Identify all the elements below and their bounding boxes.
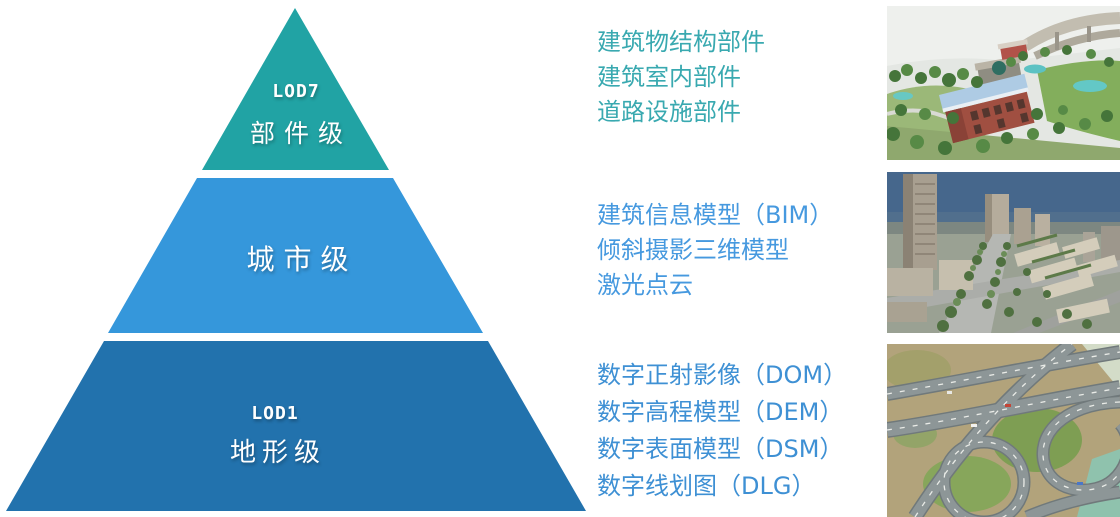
annotation-component-level: 建筑物结构部件 建筑室内部件 道路设施部件 — [597, 25, 765, 130]
annotation-line: 数字表面模型（DSM） — [597, 435, 844, 463]
annotation-line: 数字高程模型（DEM） — [597, 398, 844, 426]
level1-code-label: LOD7 — [272, 81, 320, 102]
city-level-photo — [887, 172, 1120, 333]
city-oblique-model-image — [887, 172, 1120, 333]
annotation-line: 建筑室内部件 — [597, 63, 741, 91]
component-level-photo — [887, 6, 1120, 160]
annotation-line: 激光点云 — [597, 271, 693, 299]
annotation-line: 建筑信息模型（BIM） — [597, 201, 834, 229]
annotation-city-level: 建筑信息模型（BIM） 倾斜摄影三维模型 激光点云 — [597, 198, 833, 303]
level3-code-label: LOD1 — [251, 403, 299, 424]
annotation-line: 数字线划图（DLG） — [597, 472, 816, 500]
campus-3d-model-image — [887, 6, 1120, 160]
annotation-line: 数字正射影像（DOM） — [597, 361, 848, 389]
level1-name-label: 部件级 — [249, 119, 353, 148]
annotation-line: 道路设施部件 — [597, 98, 741, 126]
annotation-line: 建筑物结构部件 — [597, 28, 765, 56]
level2-name-label: 城市级 — [246, 243, 358, 276]
annotation-terrain-level: 数字正射影像（DOM） 数字高程模型（DEM） 数字表面模型（DSM） 数字线划… — [597, 357, 847, 505]
terrain-level-photo — [887, 344, 1120, 517]
annotation-line: 倾斜摄影三维模型 — [597, 236, 789, 264]
aerial-interchange-image — [887, 344, 1120, 517]
level3-name-label: 地形级 — [229, 438, 327, 468]
